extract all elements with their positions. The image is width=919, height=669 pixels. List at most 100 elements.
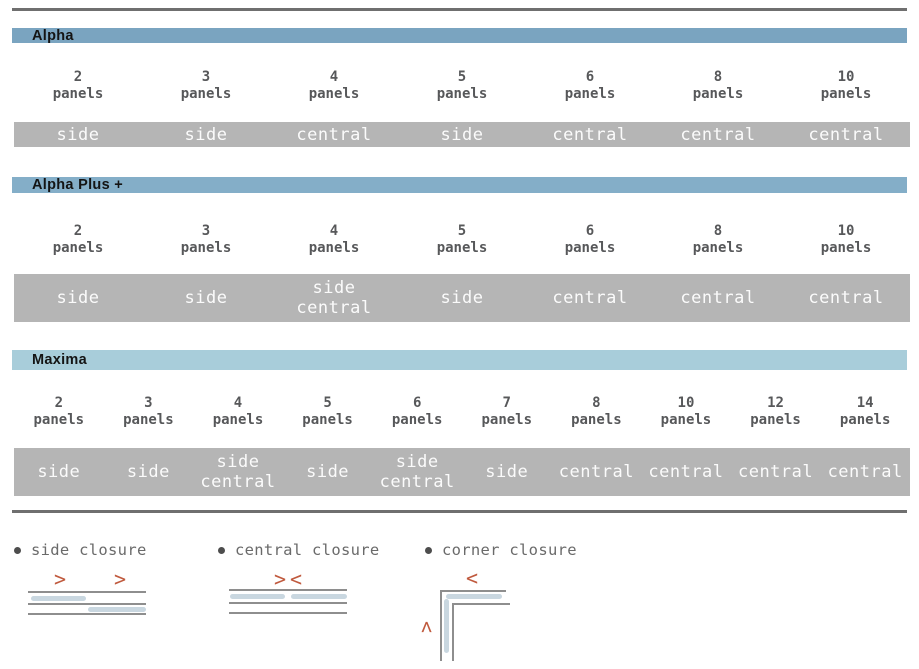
panel-unit-label: panels [212,412,264,428]
closure-value-cell: central [558,462,634,482]
closure-value-cell: side [184,288,228,308]
panel-unit-label: panels [436,86,488,102]
panel-unit-label: panels [481,412,533,428]
panel-count: 7 [502,395,511,411]
closure-value-cell: side [37,462,81,482]
panel-count: 14 [856,395,874,411]
closure-value-cell: central [680,124,756,145]
closure-value-cell: central [808,288,884,308]
panel-unit-label: panels [308,240,360,256]
bottom-divider [12,510,907,513]
track-line [229,602,347,604]
panel-unit-label: panels [123,412,174,428]
track-line [452,603,510,605]
panel-count: 10 [837,223,855,239]
section-header: Maxima [12,350,907,370]
chevron-left-icon: < [290,567,303,591]
closure-value-cell: central [552,288,628,308]
corner-closure-diagram: < > [414,566,515,668]
panel-bar [230,593,285,599]
bullet-icon [14,546,21,554]
panel-unit-label: panels [692,86,744,102]
closure-value-cell: side [485,462,529,482]
panel-count: 2 [73,69,83,85]
panel-unit-label: panels [302,412,353,428]
closure-value-cell: side [56,124,100,145]
legend-item-corner-closure: corner closure [425,541,577,559]
chevron-right-icon: > [54,567,67,591]
chevron-right-icon: > [114,567,127,591]
panel-unit-label: panels [52,240,104,256]
panel-count: 10 [677,395,695,411]
panel-count: 4 [233,395,243,411]
closure-value-cell: side central [296,278,372,318]
closure-value-cell: side [440,124,484,145]
side-closure-diagram: > > [28,566,148,618]
track-line [452,603,454,661]
panel-count: 2 [73,223,83,239]
panel-bar [31,595,86,601]
track-line [229,612,347,614]
track-line [28,591,146,593]
chevron-right-icon: > [274,567,287,591]
track-line [28,613,146,615]
panel-unit-label: panels [436,240,488,256]
closure-value-cell: side [440,288,484,308]
panel-count: 6 [412,395,422,411]
panel-bar [446,593,502,599]
panel-unit-label: panels [660,412,712,428]
closure-value-cell: central [552,124,628,145]
panel-unit-label: panels [33,412,85,428]
panel-unit-label: panels [52,86,104,102]
closure-value-cell: side [184,124,228,145]
panel-count: 12 [767,395,784,411]
track-line [440,590,442,661]
panel-count: 3 [201,69,211,85]
track-line [229,589,347,591]
panel-count: 3 [201,223,211,239]
closure-value-cell: central [827,462,903,482]
section-header: Alpha [12,28,907,44]
panel-count: 8 [713,223,723,239]
closure-value-cell: central [296,124,372,145]
top-divider [12,8,907,11]
panel-unit-label: panels [564,240,616,256]
panel-unit-label: panels [564,86,616,102]
panel-count: 4 [329,223,339,239]
panel-bar [88,607,146,612]
chevron-left-icon: < [466,566,479,590]
panel-count: 5 [323,395,332,411]
legend-label: central closure [235,541,380,559]
panel-count: 6 [585,69,595,85]
panel-count: 5 [457,69,467,85]
panel-count: 4 [329,69,339,85]
panel-count: 6 [585,223,595,239]
panel-unit-label: panels [308,86,360,102]
panel-count: 3 [144,395,153,411]
panel-count: 10 [837,69,855,85]
legend-label: side closure [31,541,147,559]
closure-value-cell: side central [200,452,276,492]
panel-unit-label: panels [820,86,872,102]
